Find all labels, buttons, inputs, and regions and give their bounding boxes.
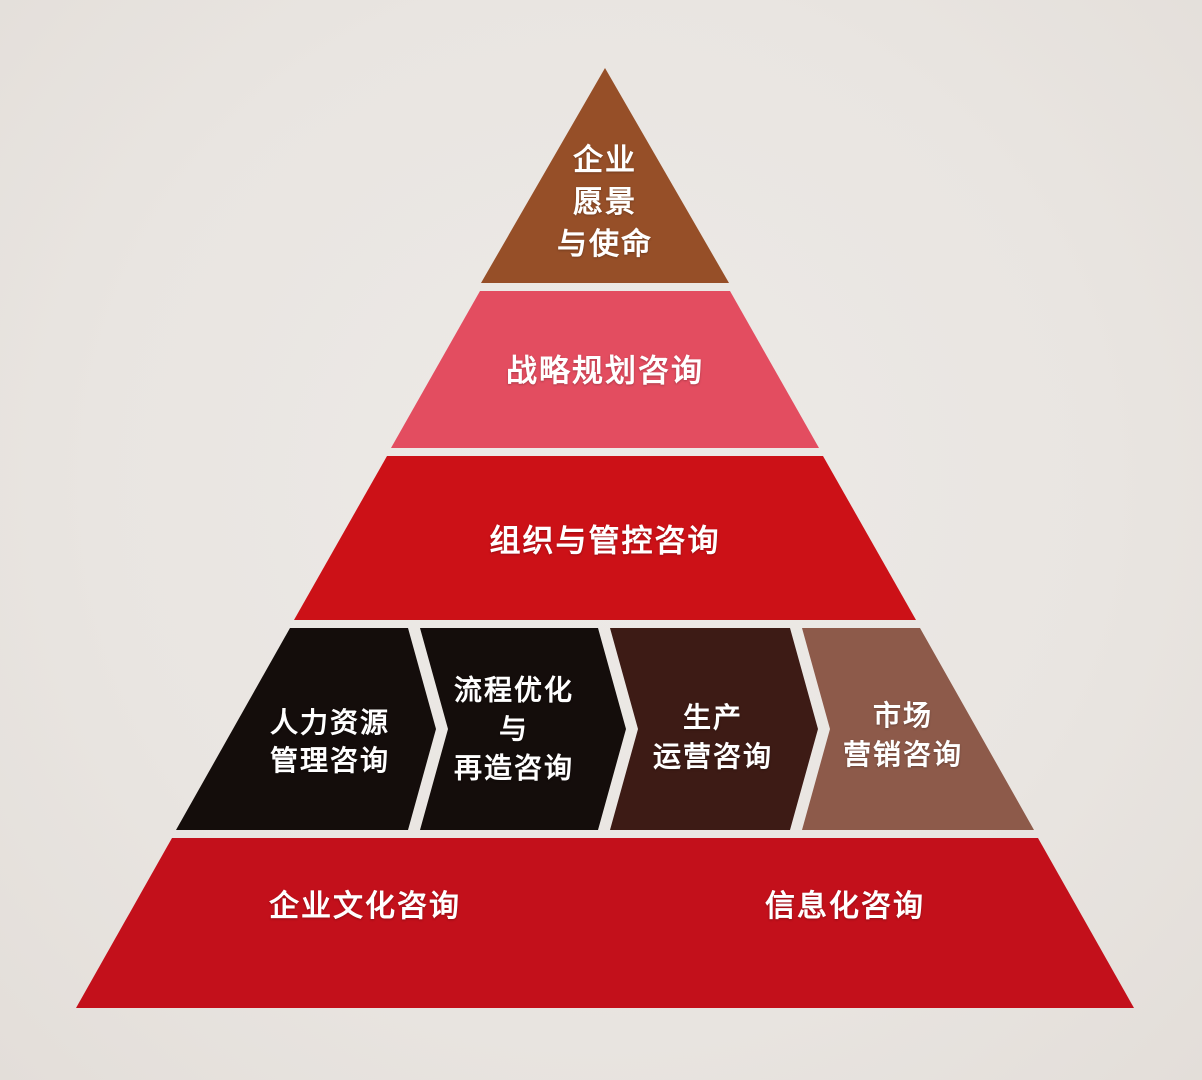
vision-label: 企业 愿景 与使命 (557, 140, 653, 266)
process-block-line: 再造咨询 (453, 752, 575, 784)
vision-line: 企业 (573, 144, 637, 177)
informatization-label: 信息化咨询 (765, 890, 925, 923)
marketing-block-line: 营销咨询 (842, 739, 964, 770)
marketing-block-line: 市场 (872, 700, 934, 731)
production-block-line: 运营咨询 (652, 741, 774, 772)
hr-block-label: 人力资源 管理咨询 (270, 704, 390, 780)
vision-line: 与使命 (557, 228, 653, 261)
organization-label: 组织与管控咨询 (489, 523, 721, 559)
production-block-label: 生产 运营咨询 (653, 698, 773, 776)
process-block-line: 与 (498, 713, 530, 745)
marketing-block-label: 市场 营销咨询 (843, 696, 963, 774)
strategy-label: 战略规划咨询 (506, 353, 704, 389)
vision-line: 愿景 (573, 186, 637, 219)
production-block-line: 生产 (682, 702, 744, 733)
hr-block-line: 管理咨询 (269, 745, 391, 776)
hr-block-line: 人力资源 (269, 707, 391, 738)
process-block-label: 流程优化 与 再造咨询 (454, 671, 574, 788)
process-block-line: 流程优化 (453, 674, 575, 706)
culture-label: 企业文化咨询 (269, 890, 461, 923)
